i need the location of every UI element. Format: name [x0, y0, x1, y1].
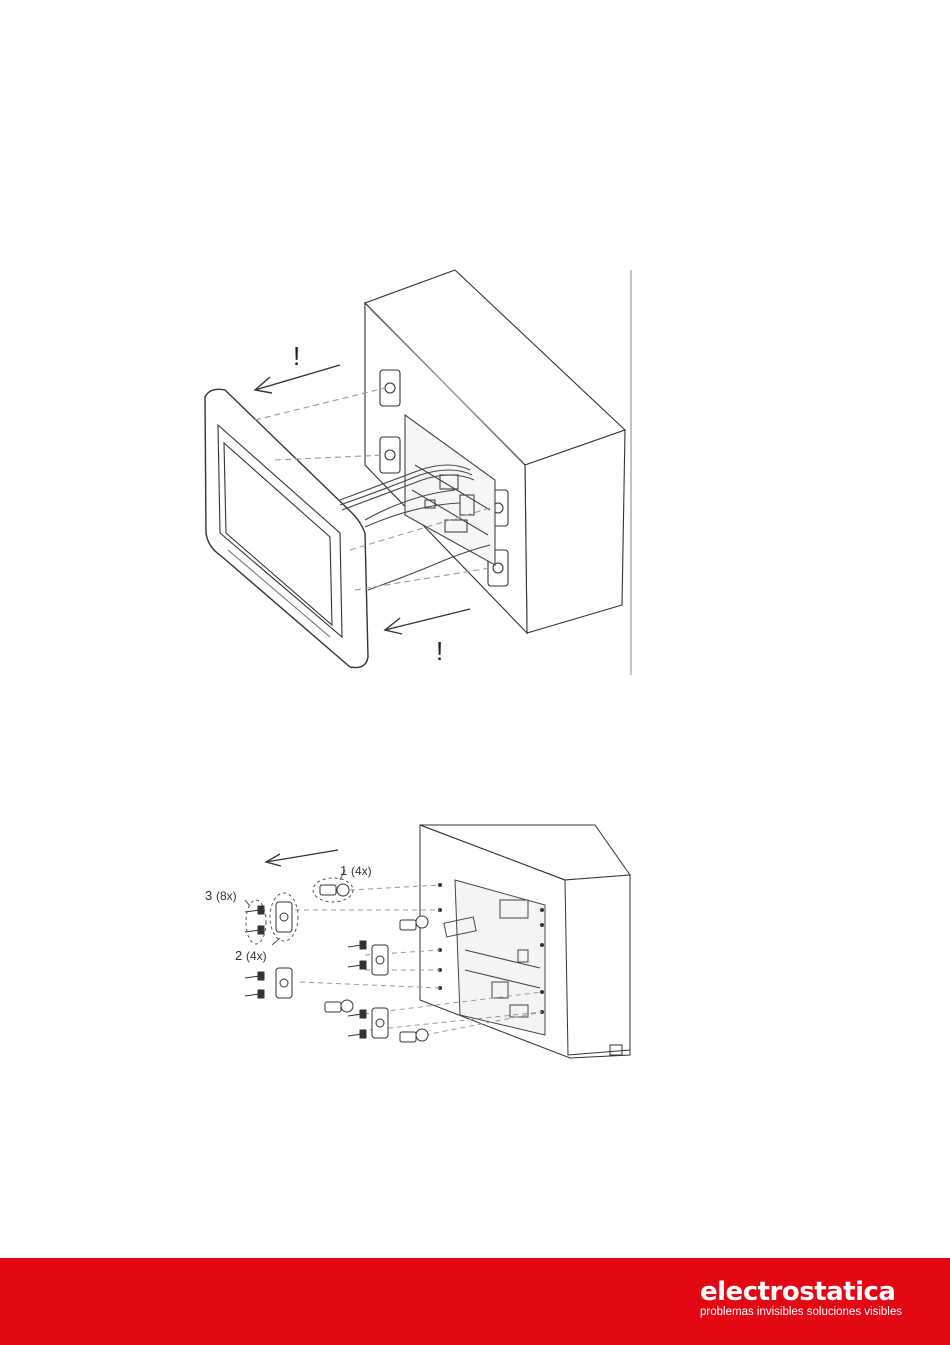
callout-3-number: 3 — [205, 888, 212, 903]
warning-mark-top: ! — [293, 341, 300, 371]
warning-mark-bottom: ! — [436, 636, 443, 666]
arrow-left-icon — [266, 850, 338, 866]
disassembly-figure-front-panel: ! ! — [190, 265, 640, 680]
callout-3-quantity: (8x) — [216, 889, 237, 903]
front-panel — [205, 389, 368, 667]
brand-name: electrostatica — [700, 1278, 902, 1306]
bracket-parts — [276, 902, 388, 1038]
callout-2-number: 2 — [235, 948, 242, 963]
callout-1-number: 1 — [340, 863, 347, 878]
disassembly-figure-brackets: 1 (4x) 3 (8x) 2 (4x) — [200, 820, 670, 1060]
callout-1-quantity: (4x) — [351, 864, 372, 878]
brand-logo: electrostatica problemas invisibles solu… — [700, 1278, 902, 1319]
footer-brand-bar: electrostatica problemas invisibles solu… — [0, 1258, 950, 1345]
arrow-left-icon — [385, 609, 470, 634]
brand-tagline: problemas invisibles soluciones visibles — [700, 1306, 902, 1319]
screw-parts — [245, 906, 366, 1038]
callout-2-quantity: (4x) — [246, 949, 267, 963]
